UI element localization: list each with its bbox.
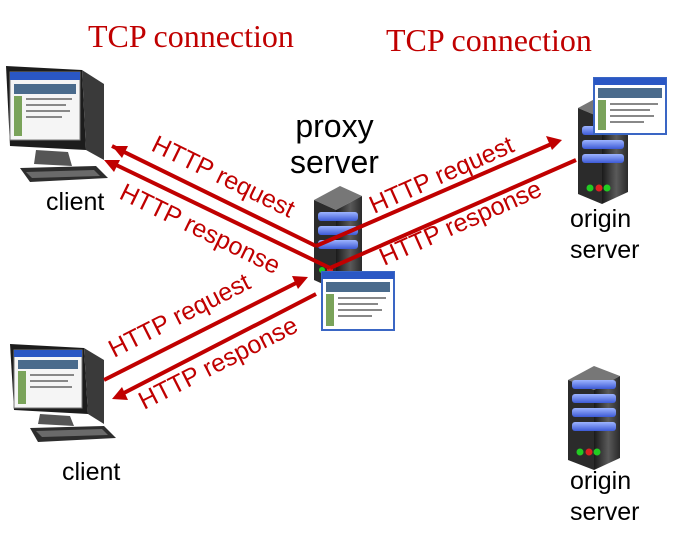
client-top-label: client [46,188,104,216]
arrow-response-origin-to-proxy [329,158,577,270]
arrow-request-client-to-proxy [111,144,317,248]
proxy-web-page-icon [321,271,395,331]
client-computer-top-icon [6,66,108,182]
arrow-response-proxy-to-client [104,160,331,270]
proxy-server-label: proxy server [290,108,379,180]
tcp-connection-left-label: TCP connection [88,18,294,54]
proxy-label-line2: server [290,144,379,180]
origin-web-page-icon [593,77,667,135]
arrow-response-lower-proxy-to-client [112,292,317,400]
origin-bottom-label-line1: origin [570,467,632,495]
origin-server-bottom-label: origin server [570,466,639,529]
origin-bottom-label-line2: server [570,498,640,527]
origin-server-top-label: origin server [570,204,639,267]
origin-server-bottom-icon [568,366,620,470]
proxy-label-line1: proxy [295,108,374,144]
origin-top-label-line1: origin [570,205,632,233]
tcp-connection-right-label: TCP connection [386,22,592,58]
origin-top-label-line2: server [570,236,640,265]
arrow-request-lower-client-to-proxy [103,276,308,382]
client-bottom-label: client [62,458,120,486]
client-computer-bottom-icon [10,344,116,442]
arrow-request-proxy-to-origin [315,136,562,248]
